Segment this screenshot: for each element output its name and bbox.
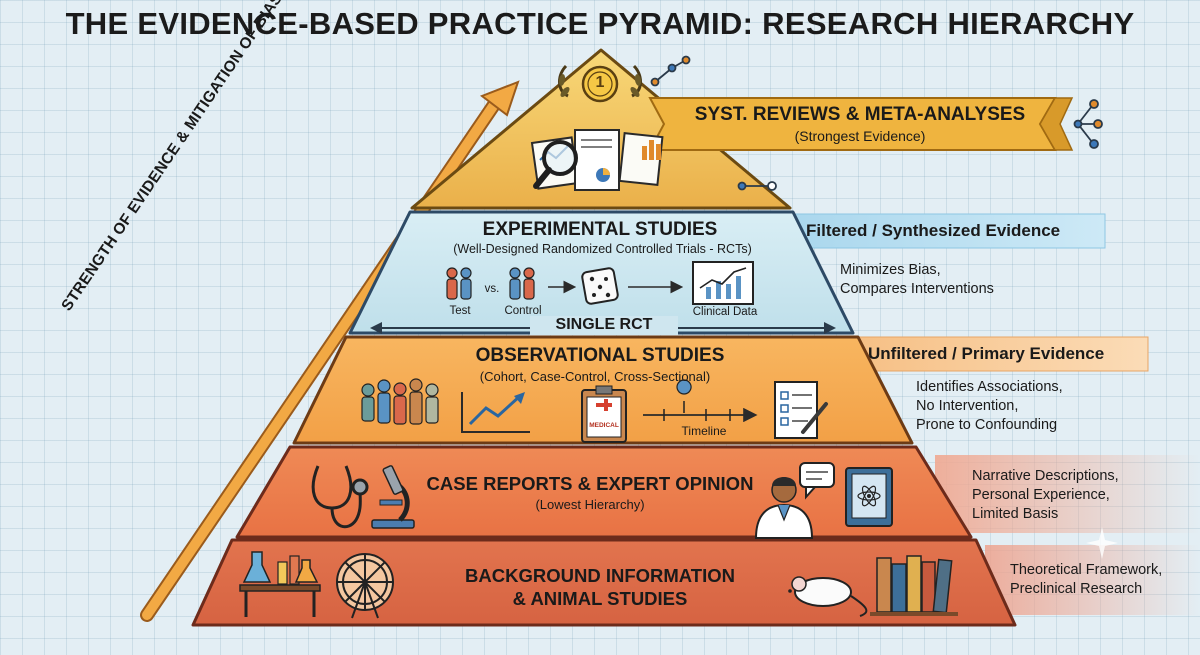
background-note-fade — [985, 545, 1200, 615]
microscope-icon — [371, 465, 415, 529]
note-line: Personal Experience, — [972, 486, 1110, 503]
observational-notes: Identifies Associations, No Intervention… — [916, 378, 1063, 435]
stethoscope-icon — [311, 465, 369, 529]
note-line: Limited Basis — [972, 505, 1059, 522]
speech-bubble-icon — [799, 462, 835, 500]
observational-subtitle: (Cohort, Case-Control, Cross-Sectional) — [479, 369, 711, 384]
trend-chart-icon — [461, 392, 530, 433]
control-group-icon — [509, 267, 535, 300]
note-line: Narrative Descriptions, — [972, 468, 1119, 484]
note-line: No Intervention, — [916, 397, 1019, 414]
documents-magnifier-icon — [530, 129, 664, 191]
clipboard-label: MEDICAL — [589, 422, 619, 429]
sparkle-icon — [1086, 527, 1118, 559]
note-line: Minimizes Bias, — [840, 262, 941, 278]
single-rct-label: SINGLE RCT — [530, 316, 678, 335]
medal-number: 1 — [595, 74, 605, 91]
network-decor — [650, 55, 1103, 191]
clinical-data-label: Clinical Data — [692, 306, 758, 318]
top-level-title: SYST. REVIEWS & META-ANALYSES — [694, 104, 1026, 125]
background-title-line2: & ANIMAL STUDIES — [512, 588, 688, 609]
case-subtitle: (Lowest Hierarchy) — [535, 497, 645, 512]
mouse-icon — [788, 576, 868, 617]
experimental-title: EXPERIMENTAL STUDIES — [482, 219, 718, 240]
unfiltered-band-label: Unfiltered / Primary Evidence — [868, 344, 1105, 363]
case-notes: Narrative Descriptions, Personal Experie… — [972, 467, 1119, 524]
background-notes: Theoretical Framework, Preclinical Resea… — [1010, 561, 1162, 599]
page-title: THE EVIDENCE-BASED PRACTICE PYRAMID: RES… — [65, 6, 1135, 41]
background-title-line1: BACKGROUND INFORMATION — [465, 565, 735, 586]
timeline-label: Timeline — [681, 424, 727, 438]
hamster-wheel-icon — [336, 553, 394, 619]
crowd-icon — [361, 378, 439, 425]
lab-table-icon — [239, 551, 321, 617]
control-label: Control — [504, 305, 542, 317]
experimental-notes: Minimizes Bias, Compares Interventions — [840, 261, 994, 299]
filtered-band-label: Filtered / Synthesized Evidence — [806, 221, 1061, 240]
vs-label: vs. — [484, 283, 500, 295]
medal-icon — [558, 64, 642, 103]
note-line: Identifies Associations, — [916, 379, 1063, 395]
note-line: Theoretical Framework, — [1010, 562, 1163, 578]
dice-icon — [581, 267, 619, 305]
note-line: Compares Interventions — [840, 280, 994, 297]
case-title: CASE REPORTS & EXPERT OPINION — [426, 473, 754, 494]
clinical-chart-icon — [692, 261, 754, 305]
note-line: Preclinical Research — [1010, 580, 1143, 597]
timeline-icon — [643, 379, 758, 423]
doctor-icon — [754, 477, 814, 539]
checklist-icon — [774, 381, 828, 439]
case-note-fade — [935, 455, 1200, 533]
books-icon — [870, 555, 958, 616]
note-line: Prone to Confounding — [916, 416, 1058, 433]
top-level-subtitle: (Strongest Evidence) — [794, 128, 926, 144]
top-ribbon — [648, 97, 1074, 151]
experimental-subtitle: (Well-Designed Randomized Controlled Tri… — [453, 242, 752, 256]
test-group-icon — [446, 267, 472, 300]
unfiltered-band — [837, 336, 1149, 372]
test-label: Test — [449, 305, 471, 317]
medical-clipboard-icon — [581, 385, 627, 443]
science-book-icon — [845, 467, 893, 527]
observational-title: OBSERVATIONAL STUDIES — [475, 345, 725, 366]
